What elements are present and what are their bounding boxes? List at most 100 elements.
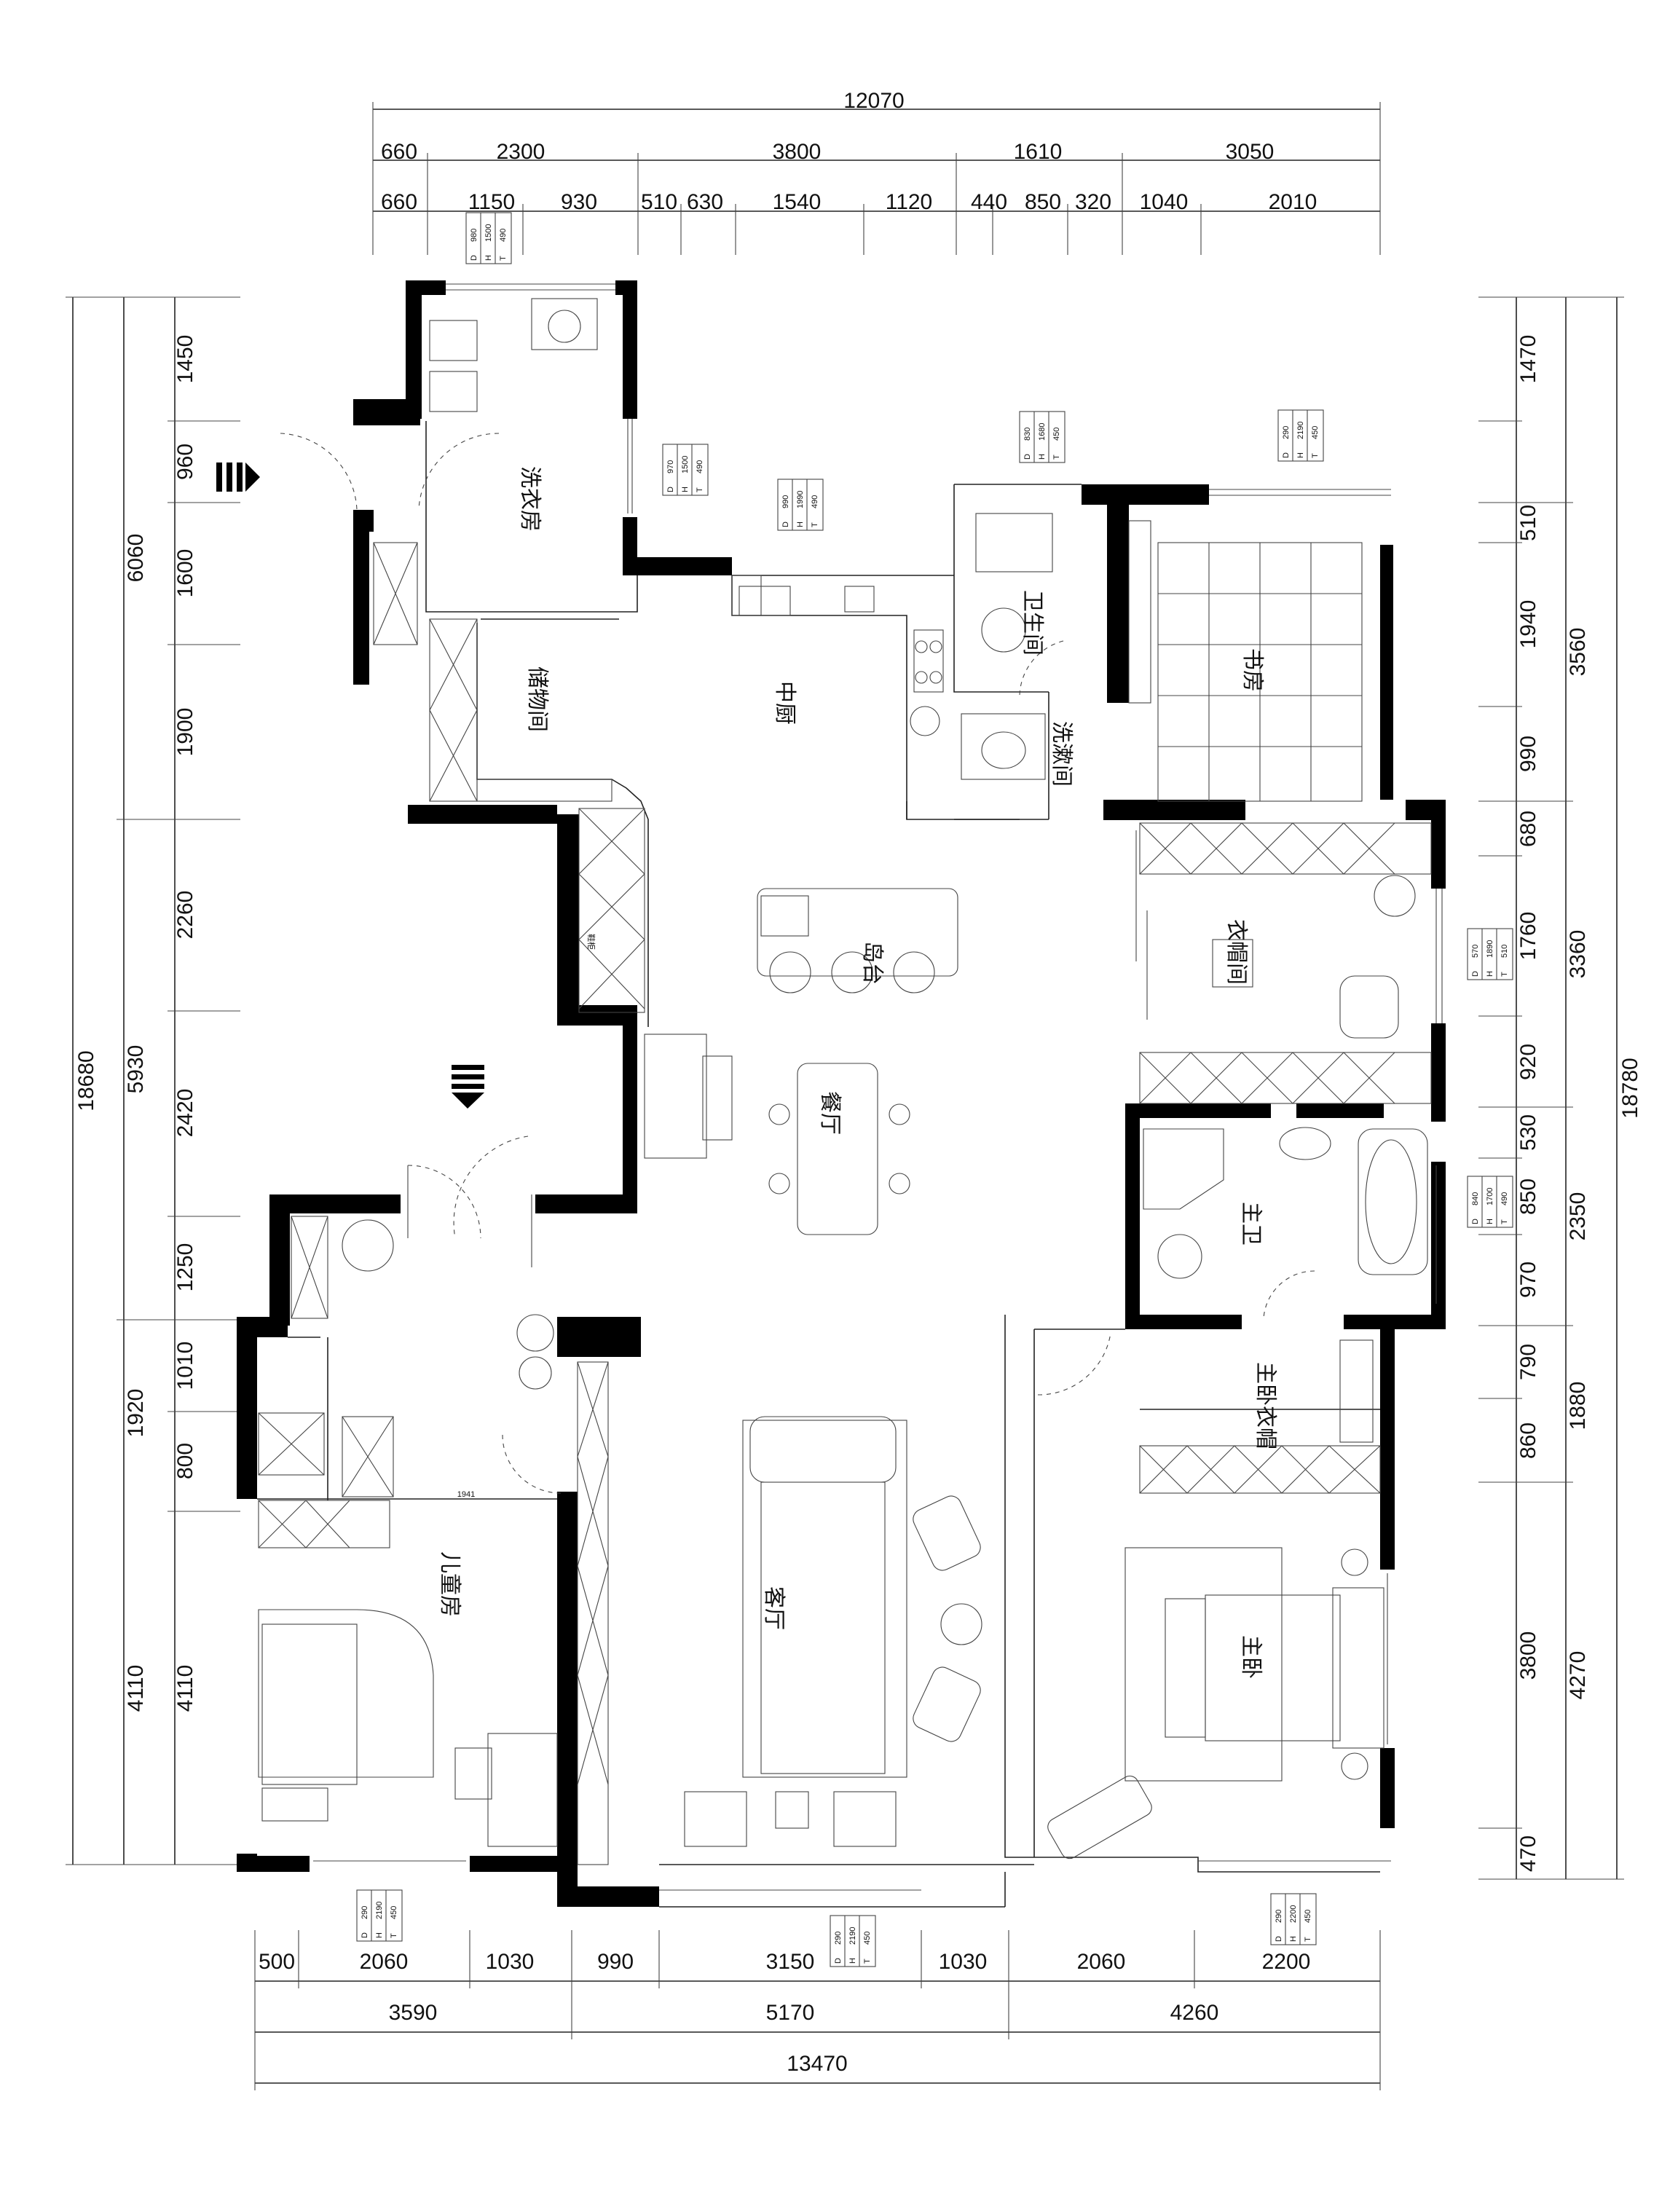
- dim-top-b4: 510: [641, 190, 677, 214]
- dim-top-b10: 320: [1075, 190, 1111, 214]
- window-tag-5: D 290 H 2190 T 450: [1277, 409, 1324, 462]
- dim-right-d8: 530: [1516, 1114, 1540, 1151]
- svg-text:830: 830: [1023, 428, 1032, 441]
- dim-bot-3: 1030: [486, 1950, 535, 1974]
- dim-right-d1: 1470: [1516, 335, 1540, 384]
- svg-text:D: D: [666, 487, 675, 492]
- room-master-bed: 主卧: [1238, 1635, 1264, 1679]
- room-laundry: 洗衣房: [517, 466, 543, 532]
- dim-bot-10: 5170: [766, 2001, 815, 2025]
- dim-top-b12: 2010: [1269, 190, 1317, 214]
- svg-text:1500: 1500: [484, 224, 493, 242]
- dim-right-g5: 4270: [1566, 1651, 1590, 1700]
- svg-text:1500: 1500: [681, 456, 690, 473]
- furniture: [258, 298, 1428, 1859]
- dim-top-b5: 630: [687, 190, 723, 214]
- dim-left-d3: 1600: [173, 549, 197, 598]
- dim-right-d9: 850: [1516, 1178, 1540, 1215]
- svg-text:T: T: [863, 1959, 872, 1964]
- dim-left-d2: 960: [173, 444, 197, 480]
- walls: [237, 280, 1446, 1907]
- dim-left-d11: 4110: [173, 1665, 197, 1712]
- room-master-bath: 主卫: [1238, 1202, 1264, 1245]
- svg-text:2190: 2190: [1296, 422, 1305, 439]
- svg-text:H: H: [484, 255, 493, 261]
- room-master-closet: 主卧衣帽: [1253, 1362, 1278, 1449]
- svg-text:T: T: [390, 1933, 398, 1938]
- dim-top-b1: 660: [381, 190, 417, 214]
- top-dimensions: 12070 660 2300 3800 1610 3050 660 1150 9…: [372, 89, 1381, 255]
- svg-text:450: 450: [1311, 426, 1320, 439]
- dim-bot-5: 3150: [766, 1950, 815, 1974]
- svg-text:1680: 1680: [1038, 423, 1047, 441]
- svg-text:450: 450: [1052, 428, 1061, 441]
- svg-text:D: D: [361, 1932, 369, 1938]
- dim-bot-6: 1030: [939, 1950, 988, 1974]
- room-kids: 儿童房: [437, 1551, 462, 1617]
- svg-text:490: 490: [499, 229, 508, 242]
- dim-bot-7: 2060: [1077, 1950, 1126, 1974]
- svg-text:490: 490: [696, 460, 704, 473]
- room-study: 书房: [1240, 648, 1265, 692]
- dim-right-d10: 970: [1516, 1262, 1540, 1298]
- dim-top-b9: 850: [1025, 190, 1061, 214]
- room-kitchen: 中厨: [772, 681, 797, 725]
- svg-text:T: T: [696, 487, 704, 492]
- dim-bot-1: 500: [259, 1950, 295, 1974]
- svg-text:570: 570: [1471, 945, 1480, 958]
- svg-text:D: D: [781, 521, 790, 527]
- svg-text:T: T: [1311, 453, 1320, 458]
- svg-text:290: 290: [834, 1932, 843, 1945]
- svg-text:450: 450: [1304, 1910, 1312, 1923]
- room-storage: 储物间: [524, 666, 550, 732]
- svg-text:H: H: [796, 521, 805, 527]
- svg-text:T: T: [811, 522, 819, 527]
- dim-left-d6: 2420: [173, 1089, 197, 1138]
- svg-text:H: H: [1486, 971, 1494, 977]
- svg-text:1890: 1890: [1486, 940, 1494, 958]
- dim-top-1: 660: [381, 140, 417, 164]
- wardrobes: [258, 520, 1432, 1865]
- dim-right-d3: 1940: [1516, 600, 1540, 649]
- svg-text:D: D: [470, 255, 478, 261]
- svg-text:D: D: [1275, 1936, 1283, 1942]
- room-island: 岛台: [859, 941, 885, 985]
- dim-right-d12: 860: [1516, 1422, 1540, 1459]
- interior-lines: [257, 421, 1380, 1908]
- dim-left-g1: 6060: [124, 534, 148, 583]
- dim-top-b3: 930: [561, 190, 597, 214]
- svg-text:970: 970: [666, 460, 675, 473]
- svg-text:490: 490: [1500, 1192, 1509, 1205]
- shoe-label: 鞋柜: [586, 934, 596, 950]
- dim-left-d1: 1450: [173, 335, 197, 384]
- svg-text:510: 510: [1500, 945, 1509, 958]
- svg-text:290: 290: [361, 1906, 369, 1919]
- room-wash: 洗漱间: [1049, 721, 1074, 787]
- dim-bot-4: 990: [597, 1950, 634, 1974]
- svg-text:2190: 2190: [848, 1927, 857, 1945]
- svg-text:D: D: [1023, 454, 1032, 460]
- window-tag-6: D 570 H 1890 T 510: [1467, 928, 1513, 980]
- svg-text:H: H: [1038, 454, 1047, 460]
- dim-top-b11: 1040: [1140, 190, 1189, 214]
- svg-text:H: H: [1296, 452, 1305, 458]
- room-closet: 衣帽间: [1224, 919, 1249, 985]
- room-bath: 卫生间: [1020, 590, 1045, 656]
- svg-text:1990: 1990: [796, 491, 805, 508]
- dim-left-d9: 800: [173, 1443, 197, 1479]
- window-lines: [313, 283, 1443, 1891]
- window-tag-9: D 290 H 2190 T 450: [830, 1915, 876, 1967]
- dim-top-b8: 440: [971, 190, 1007, 214]
- entry-arrow-main-icon: [452, 1065, 484, 1109]
- svg-text:H: H: [1486, 1219, 1494, 1224]
- svg-text:H: H: [1289, 1936, 1298, 1942]
- window-tag-7: D 840 H 1700 T 490: [1467, 1176, 1513, 1228]
- dim-right-g4: 1880: [1566, 1382, 1590, 1430]
- dim-top-b6: 1540: [773, 190, 822, 214]
- svg-text:T: T: [499, 256, 508, 261]
- svg-text:490: 490: [811, 495, 819, 508]
- svg-text:T: T: [1052, 454, 1061, 460]
- dim-bot-8: 2200: [1262, 1950, 1311, 1974]
- svg-text:H: H: [375, 1932, 384, 1938]
